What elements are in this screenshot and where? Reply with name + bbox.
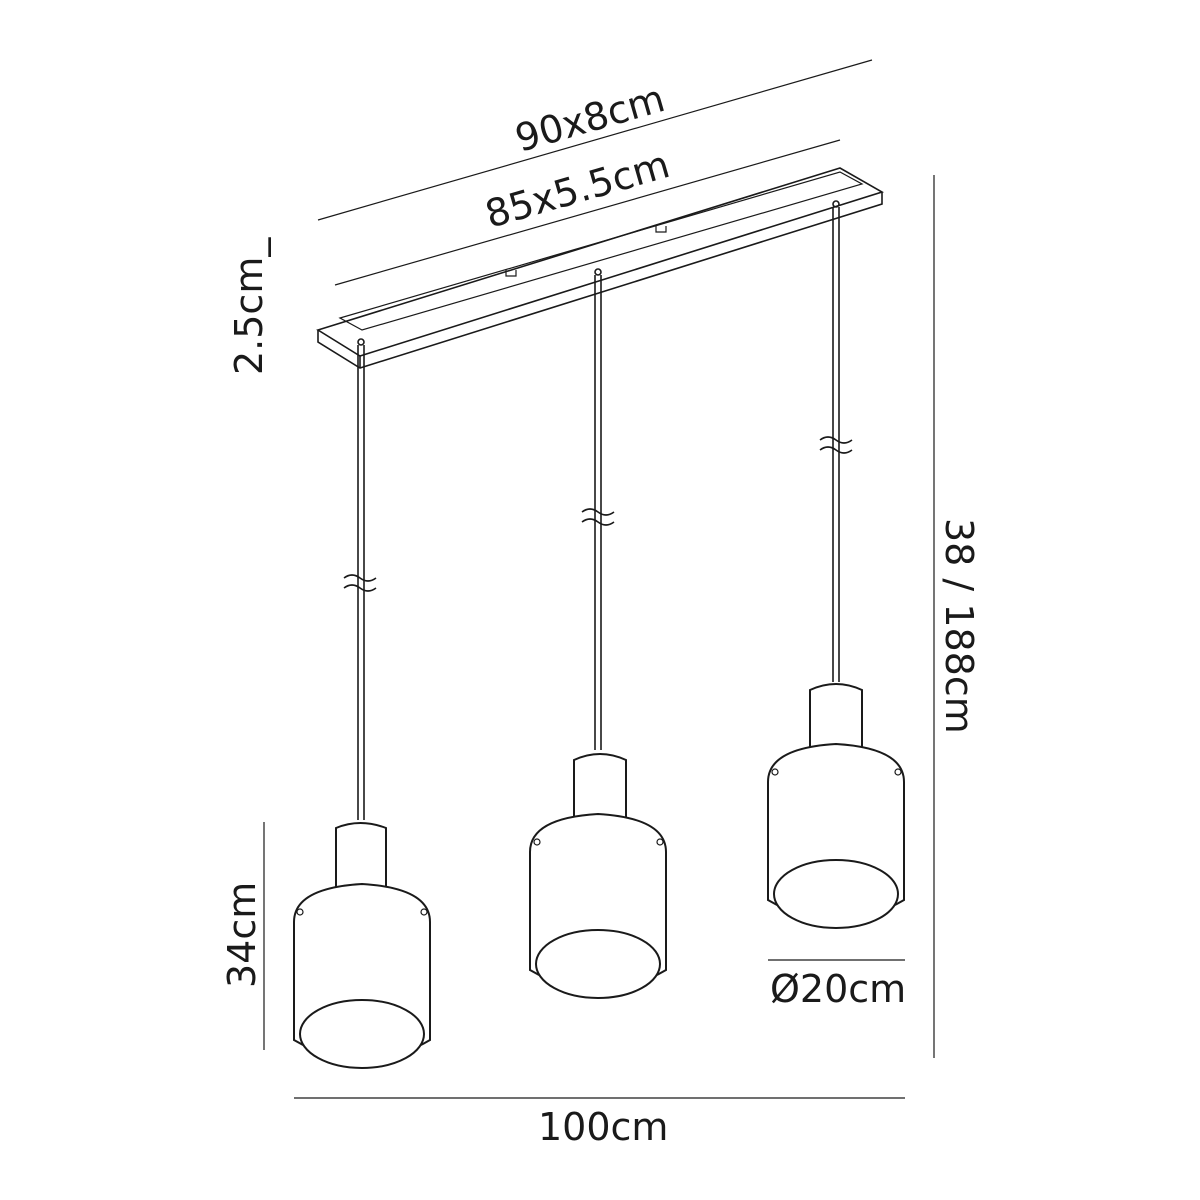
pendant-shade-middle: [529, 753, 667, 999]
shade-diameter-label: Ø20cm: [770, 967, 906, 1011]
inner-canopy-dimension-line: [334, 139, 841, 286]
pendant-shade-left: [293, 822, 431, 1069]
suspension-cables: [343, 200, 853, 820]
ceiling-canopy: [316, 167, 884, 369]
shade-height-label: 34cm: [220, 882, 264, 988]
canopy-height-label: 2.5cm_: [227, 237, 271, 375]
total-width-label: 100cm: [538, 1105, 668, 1149]
drop-height-label: 38 / 188cm: [937, 518, 981, 734]
inner-canopy-label: 85x5.5cm: [480, 142, 674, 236]
pendant-shade-right: [767, 683, 905, 929]
overall-canopy-dimension-line: [317, 59, 873, 221]
